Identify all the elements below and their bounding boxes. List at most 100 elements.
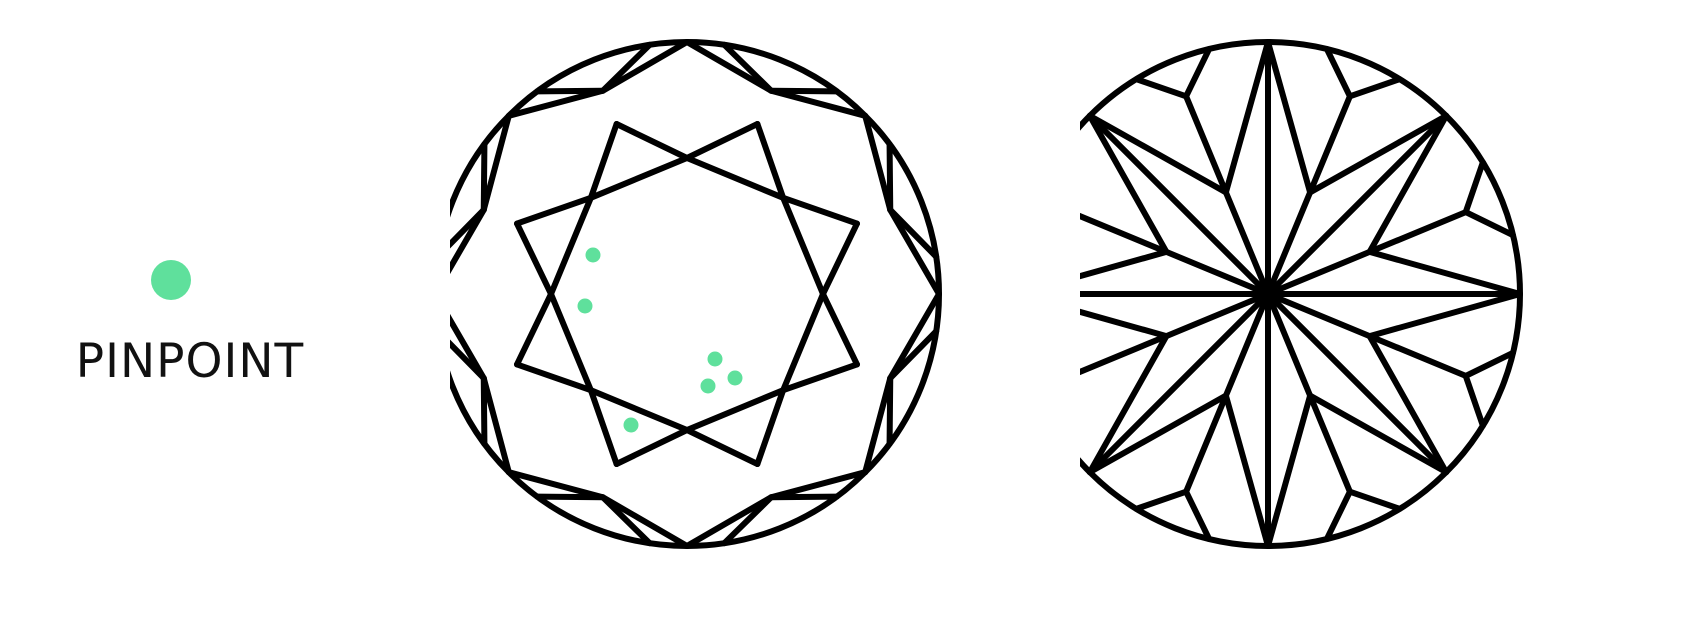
lower-girdle-edge bbox=[1366, 333, 1450, 476]
lower-girdle-spoke bbox=[1080, 333, 1170, 376]
lower-girdle-edge bbox=[1323, 45, 1353, 100]
upper-girdle-edge bbox=[599, 494, 653, 547]
lower-girdle-spoke bbox=[1366, 333, 1469, 379]
kite-edge bbox=[1265, 291, 1314, 399]
kite-edge bbox=[1163, 248, 1271, 297]
star-facet-edge bbox=[754, 121, 787, 201]
bezel-edge bbox=[887, 291, 942, 382]
crown-facet-lines bbox=[450, 39, 942, 549]
lower-girdle-edge bbox=[1080, 248, 1170, 280]
pinpoint-inclusion bbox=[623, 417, 639, 433]
upper-girdle-edge bbox=[768, 87, 840, 95]
pinpoint-inclusion bbox=[577, 298, 593, 314]
lower-girdle-edge bbox=[1086, 333, 1170, 476]
lower-girdle-edge bbox=[1133, 488, 1190, 512]
bezel-edge bbox=[599, 494, 690, 549]
upper-girdle-edge bbox=[534, 87, 606, 95]
bezel-edge bbox=[862, 112, 894, 213]
lower-girdle-edge bbox=[1133, 76, 1190, 100]
bezel-edge bbox=[505, 87, 606, 119]
lower-girdle-edge bbox=[1462, 372, 1486, 429]
star-facet-edge bbox=[514, 194, 594, 227]
bezel-edge bbox=[887, 206, 942, 297]
lower-girdle-edge bbox=[1307, 392, 1450, 476]
table-edge bbox=[684, 387, 787, 433]
lower-girdle-edge bbox=[1462, 209, 1517, 239]
lower-girdle-edge bbox=[1346, 488, 1403, 512]
star-facet-edge bbox=[780, 361, 860, 394]
kite-edge bbox=[1222, 291, 1271, 399]
table-edge bbox=[684, 155, 787, 201]
lower-girdle-edge bbox=[1086, 112, 1229, 196]
table-edge bbox=[548, 194, 594, 297]
lower-girdle-edge bbox=[1265, 392, 1314, 549]
pinpoint-inclusion bbox=[727, 370, 743, 386]
upper-girdle-edge bbox=[721, 494, 775, 547]
star-facet-edge bbox=[684, 427, 761, 467]
lower-girdle-spoke bbox=[1366, 209, 1469, 255]
lower-girdle-edge bbox=[1183, 45, 1213, 100]
lower-girdle-spoke bbox=[1183, 392, 1229, 495]
upper-girdle-edge bbox=[768, 493, 840, 501]
star-facet-edge bbox=[514, 220, 554, 297]
upper-girdle-edge bbox=[887, 206, 940, 260]
star-facet-edge bbox=[587, 387, 620, 467]
star-facet-edge bbox=[780, 194, 860, 227]
lower-girdle-edge bbox=[1265, 39, 1314, 196]
lower-girdle-edge bbox=[1080, 308, 1170, 340]
pavilion-main-edge bbox=[1086, 291, 1271, 476]
star-facet-edge bbox=[514, 361, 594, 394]
legend: PINPOINT bbox=[0, 0, 400, 632]
upper-girdle-edge bbox=[887, 328, 940, 382]
upper-girdle-edge bbox=[599, 41, 653, 94]
bezel-edge bbox=[768, 469, 869, 501]
lower-girdle-spoke bbox=[1307, 93, 1353, 196]
pavilion-view-diagram bbox=[1080, 39, 1523, 549]
star-facet-edge bbox=[613, 121, 690, 161]
star-facet-edge bbox=[754, 387, 787, 467]
bezel-edge bbox=[684, 39, 775, 94]
bezel-edge bbox=[862, 375, 894, 476]
pavilion-main-edge bbox=[1265, 291, 1450, 476]
lower-girdle-edge bbox=[1086, 112, 1170, 255]
pinpoint-inclusion bbox=[707, 351, 723, 367]
star-facet-edge bbox=[514, 291, 554, 368]
star-facet-edge bbox=[684, 121, 761, 161]
table-edge bbox=[548, 291, 594, 394]
table-edge bbox=[587, 387, 690, 433]
pavilion-main-edge bbox=[1265, 112, 1450, 297]
lower-girdle-edge bbox=[1346, 76, 1403, 100]
lower-girdle-edge bbox=[1222, 392, 1271, 549]
upper-girdle-edge bbox=[480, 141, 488, 213]
lower-girdle-edge bbox=[1222, 39, 1271, 196]
pinpoint-inclusion bbox=[700, 378, 716, 394]
lower-girdle-edge bbox=[1183, 488, 1213, 543]
lower-girdle-edge bbox=[1323, 488, 1353, 543]
pavilion-main-edge bbox=[1086, 112, 1271, 297]
star-facet-edge bbox=[820, 220, 860, 297]
lower-girdle-edge bbox=[1462, 159, 1486, 216]
table-edge bbox=[780, 291, 826, 394]
upper-girdle-edge bbox=[450, 206, 487, 249]
star-facet-edge bbox=[587, 121, 620, 201]
kite-edge bbox=[1163, 291, 1271, 340]
kite-edge bbox=[1222, 189, 1271, 297]
upper-girdle-edge bbox=[721, 41, 775, 94]
lower-girdle-edge bbox=[1462, 349, 1517, 379]
bezel-edge bbox=[450, 313, 487, 382]
table-edge bbox=[780, 194, 826, 297]
upper-girdle-edge bbox=[886, 141, 894, 213]
bezel-edge bbox=[684, 494, 775, 549]
lower-girdle-edge bbox=[1366, 248, 1523, 297]
lower-girdle-spoke bbox=[1183, 93, 1229, 196]
lower-girdle-spoke bbox=[1080, 212, 1170, 255]
table-edge bbox=[587, 155, 690, 201]
star-facet-edge bbox=[820, 291, 860, 368]
star-facet-edge bbox=[613, 427, 690, 467]
legend-label: PINPOINT bbox=[75, 334, 305, 389]
lower-girdle-edge bbox=[1086, 392, 1229, 476]
bezel-edge bbox=[768, 87, 869, 119]
upper-girdle-edge bbox=[450, 339, 487, 382]
lower-girdle-edge bbox=[1307, 112, 1450, 196]
lower-girdle-spoke bbox=[1307, 392, 1353, 495]
